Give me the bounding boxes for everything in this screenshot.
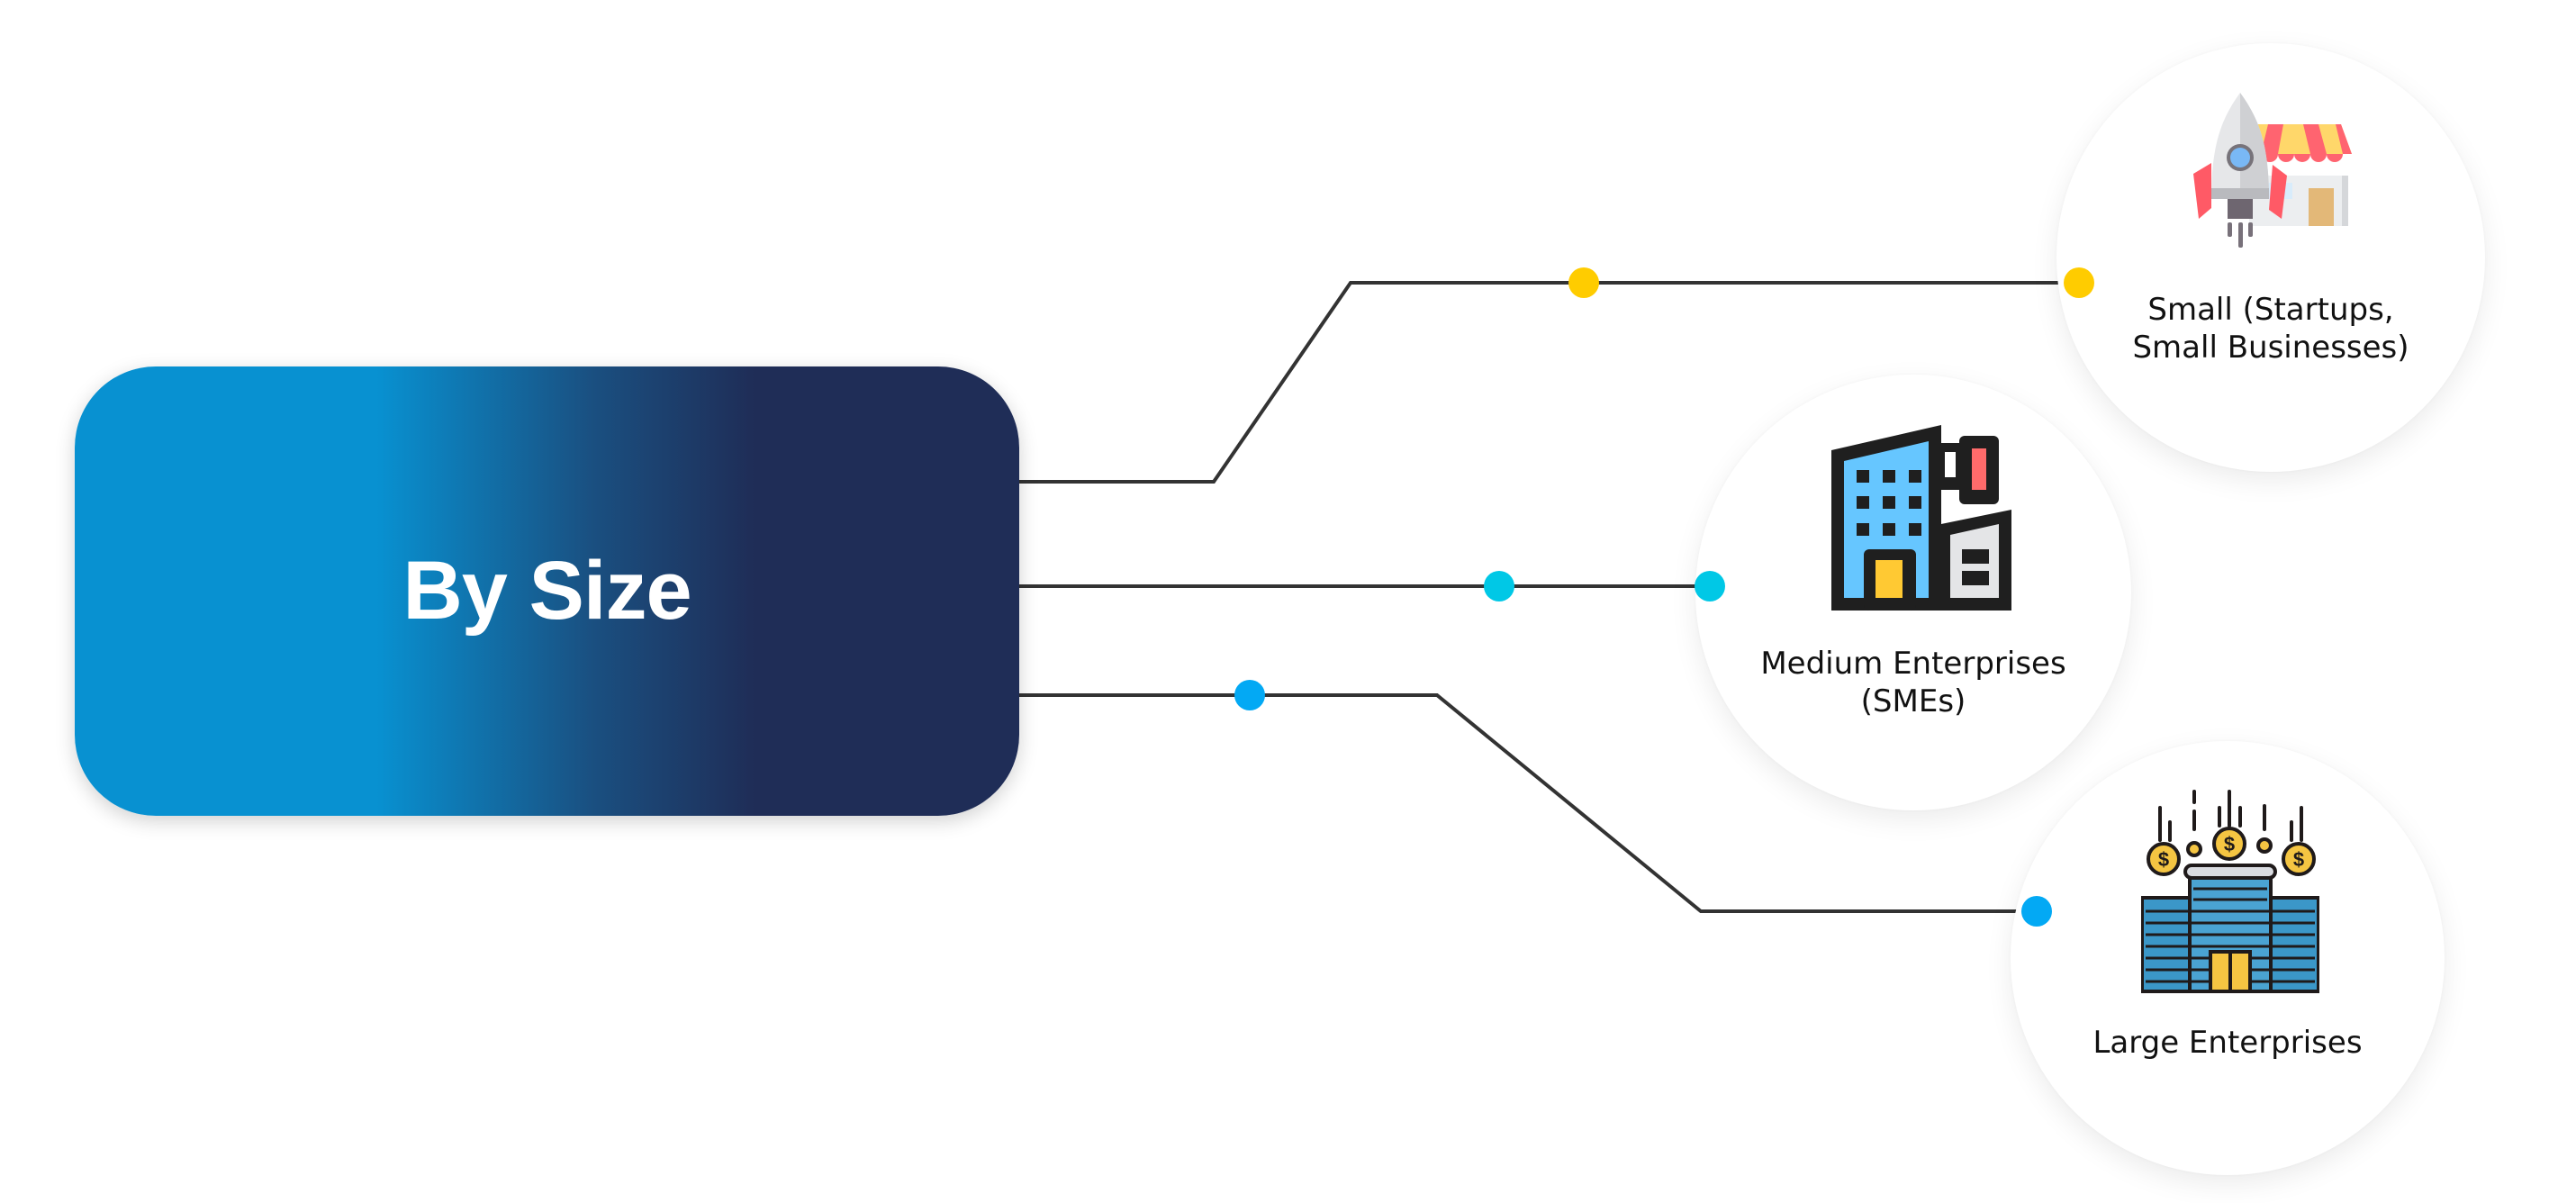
connector-large <box>1019 693 2037 913</box>
connector-dot-large-end <box>2021 896 2052 927</box>
node-small-label-line-2: Small Businesses) <box>2132 330 2409 366</box>
connector-dot-medium-end <box>1695 571 1725 602</box>
svg-text:$: $ <box>2224 833 2235 855</box>
node-small: Small (Startups, Small Businesses) <box>2056 43 2485 472</box>
node-large: $ $ $ Large Enterprises <box>2011 741 2445 1175</box>
node-medium: Medium Enterprises (SMEs) <box>1695 375 2131 810</box>
corporate-tower-coins-icon: $ $ $ <box>2141 790 2319 993</box>
connector-dot-small-mid <box>1568 267 1599 298</box>
hub-title: By Size <box>402 545 691 637</box>
hub-by-size: By Size <box>75 366 1019 816</box>
node-medium-label-line-2: (SMEs) <box>1860 683 1966 719</box>
node-medium-label-line-1: Medium Enterprises <box>1760 646 2066 682</box>
office-building-icon <box>1831 425 2011 611</box>
svg-text:$: $ <box>2293 848 2304 871</box>
connector-dot-medium-mid <box>1484 571 1514 602</box>
connector-small <box>1019 281 2079 484</box>
rocket-shop-icon <box>2193 93 2352 248</box>
node-large-label: Large Enterprises <box>2092 1025 2363 1061</box>
node-small-label-line-1: Small (Startups, <box>2147 292 2394 328</box>
svg-text:$: $ <box>2158 848 2169 871</box>
connector-dot-small-end <box>2064 267 2094 298</box>
connector-dot-large-mid <box>1234 680 1265 710</box>
